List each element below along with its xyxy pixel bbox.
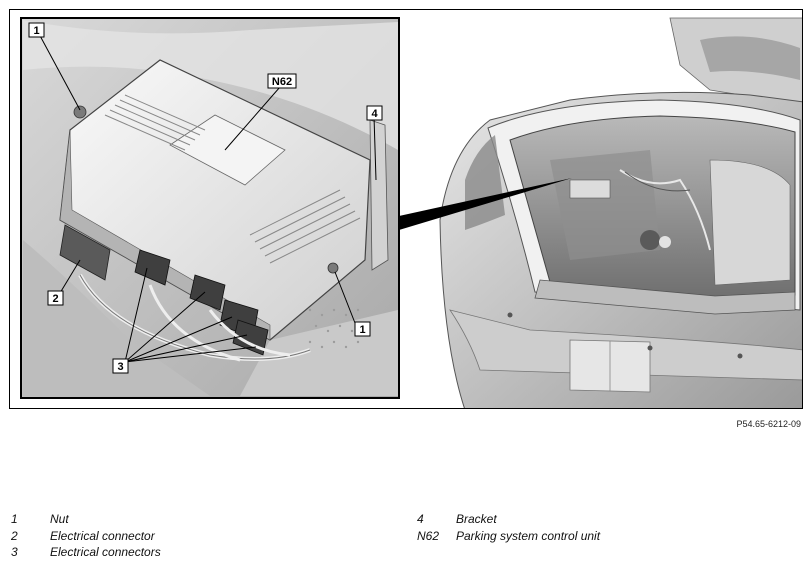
legend-key: 1	[11, 512, 18, 526]
legend-key: N62	[417, 529, 440, 543]
legend-label: Parking system control unit	[456, 529, 601, 543]
diagram-figure: 1 N62 4 2 1 3	[9, 9, 803, 409]
legend-key: 4	[417, 512, 424, 526]
legend-label: Electrical connectors	[50, 545, 161, 559]
figure-code: P54.65-6212-09	[736, 419, 801, 429]
diagram-illustration: 1 N62 4 2 1 3	[20, 17, 802, 408]
callout-2: 2	[52, 293, 58, 305]
callout-n62: N62	[272, 76, 292, 88]
callout-1-bottom: 1	[359, 324, 365, 336]
legend-label: Nut	[50, 512, 69, 526]
legend-key: 2	[11, 529, 18, 543]
callout-3: 3	[117, 361, 123, 373]
callout-4: 4	[371, 108, 378, 120]
legend-key: 3	[11, 545, 18, 559]
detail-inset: 1 N62 4 2 1 3	[20, 17, 400, 399]
legend-label: Bracket	[456, 512, 497, 526]
car-rear-view	[439, 17, 802, 408]
pointer-wedge	[399, 178, 572, 230]
legend-label: Electrical connector	[50, 529, 155, 543]
callout-1-top: 1	[33, 25, 39, 37]
